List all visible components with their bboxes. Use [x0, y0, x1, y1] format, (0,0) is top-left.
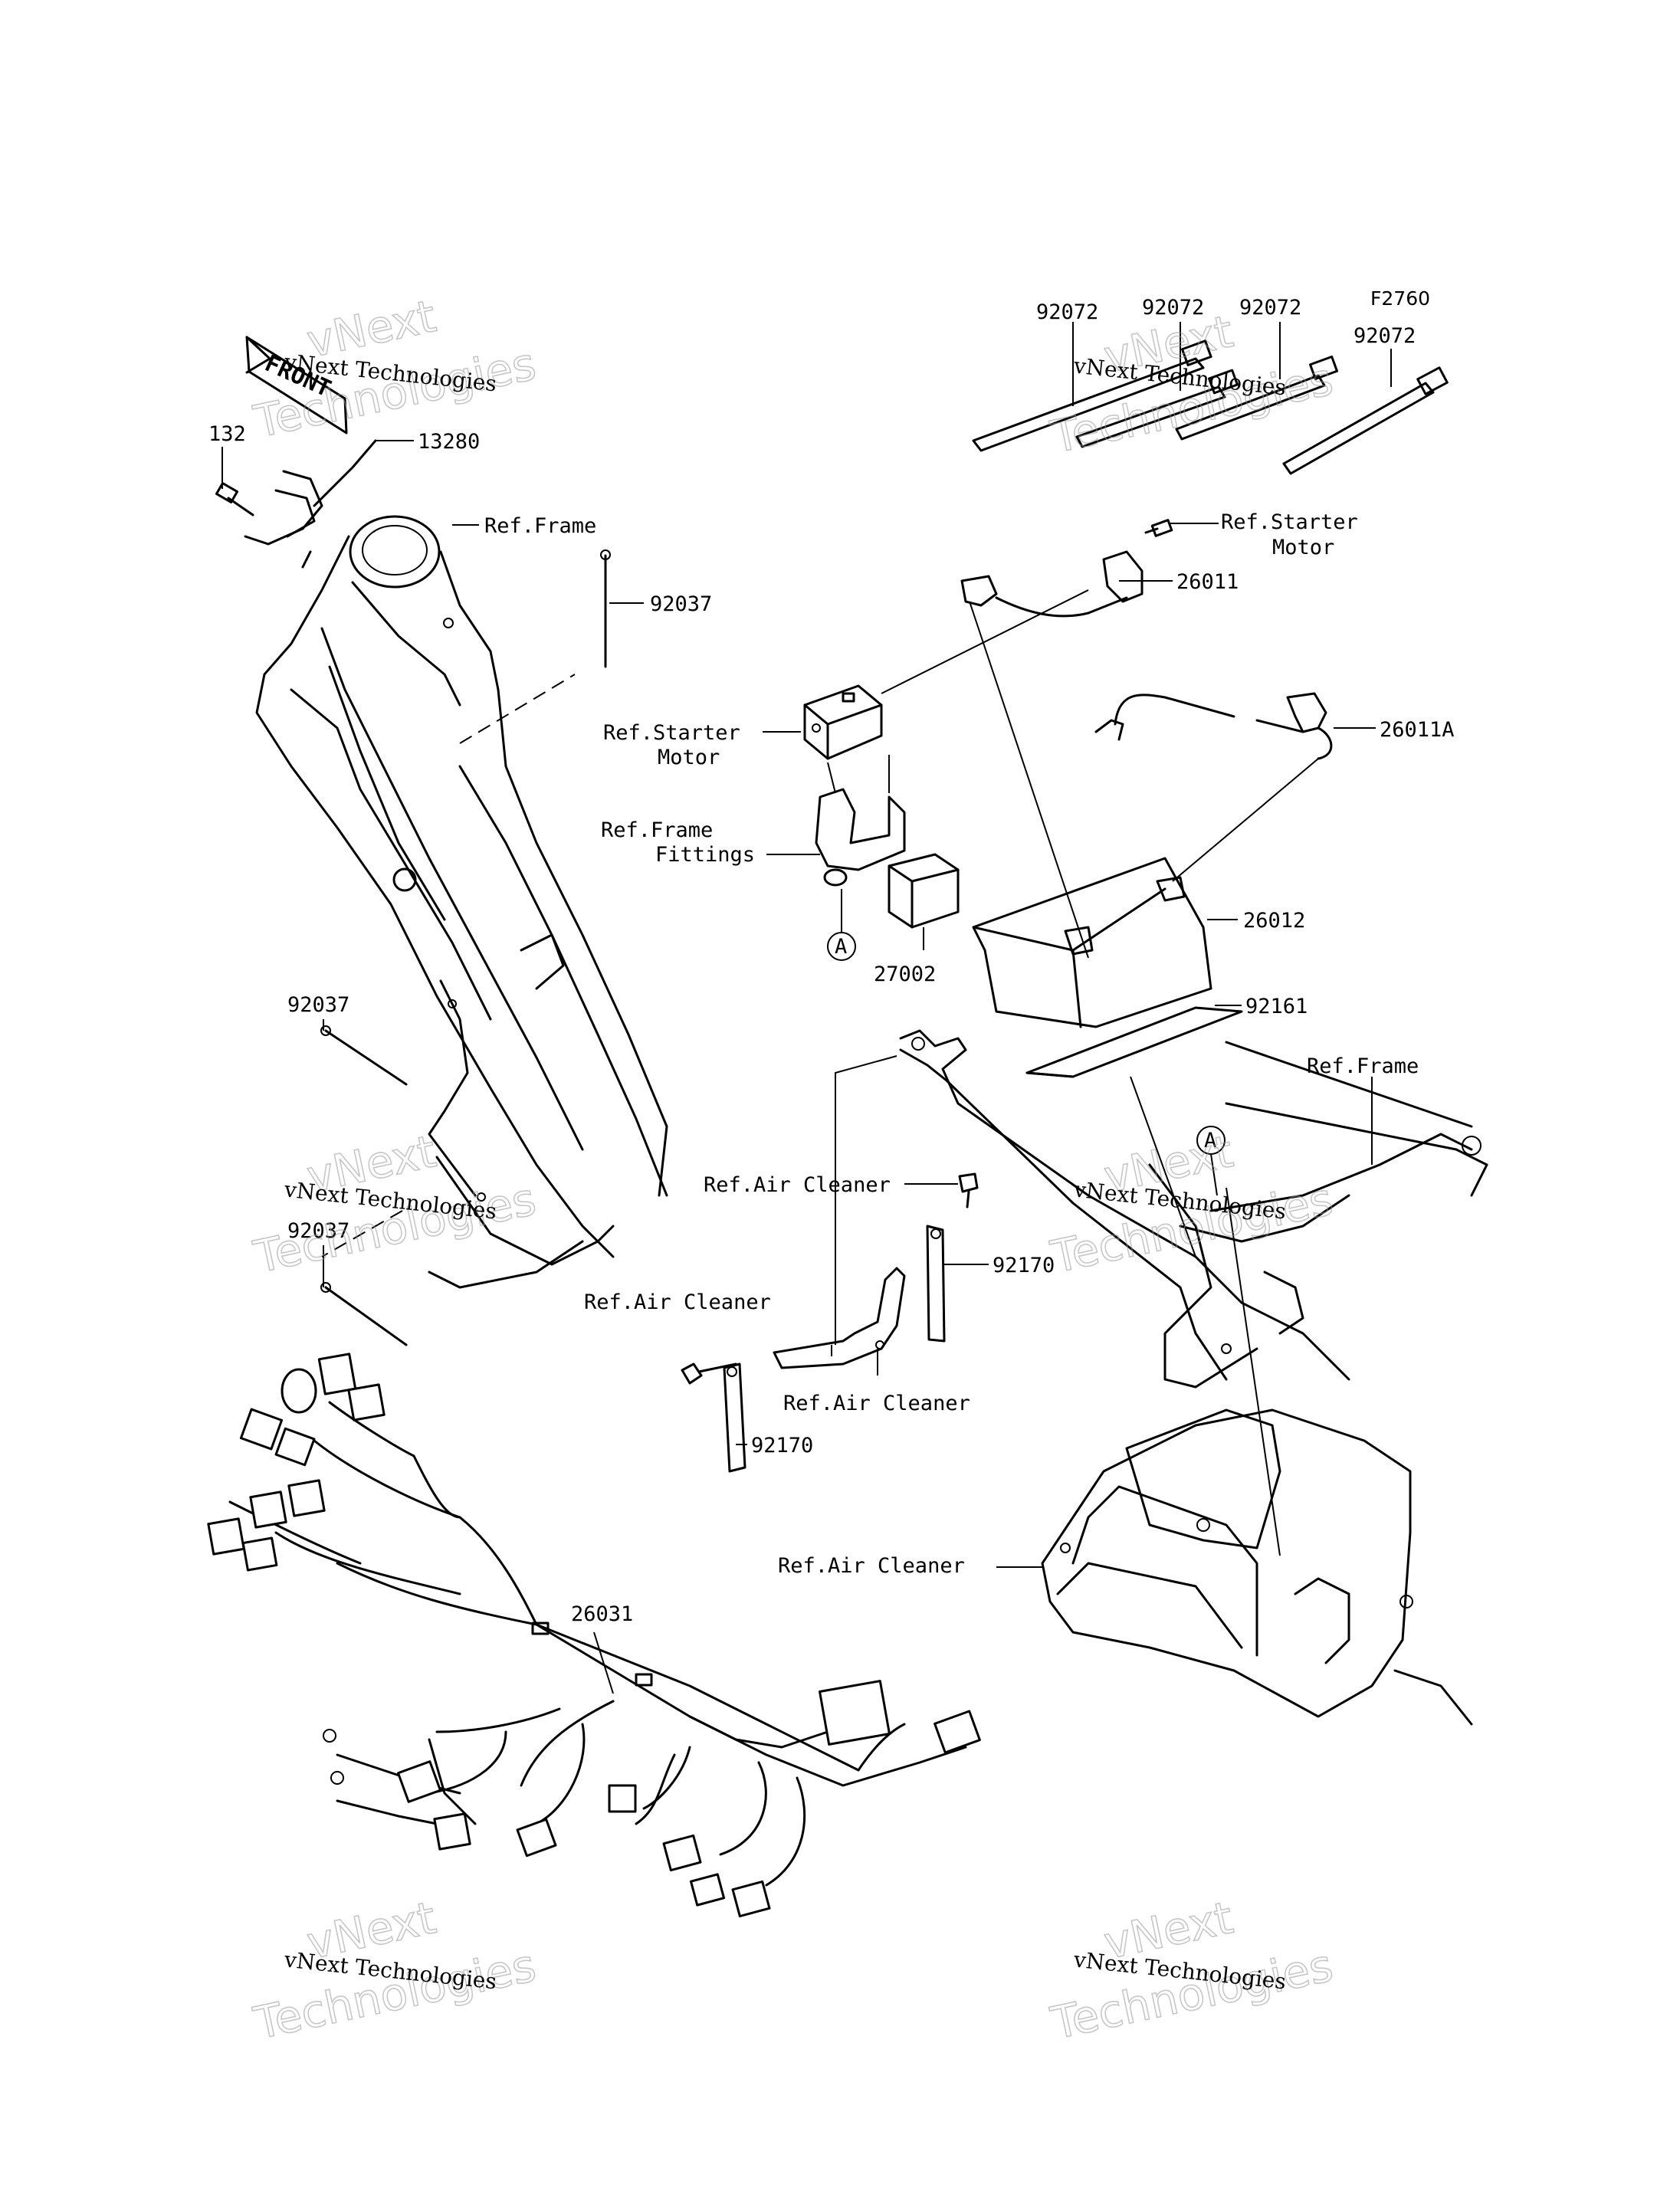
frame-right-section	[899, 1029, 1488, 1389]
callout-labels: F2760 92072 92072 92072 92072 Ref.Starte…	[208, 287, 1455, 1626]
cable-tie-1[interactable]	[972, 339, 1212, 452]
label-ref-starter-motor-top-2: Motor	[1272, 536, 1334, 559]
clamp-92037-mid[interactable]	[320, 1025, 408, 1086]
label-ref-air-cleaner-3: Ref.Air Cleaner	[783, 1392, 970, 1415]
circle-a-1-label: A	[835, 935, 847, 959]
pad-92161[interactable]	[1025, 1006, 1243, 1078]
frame-drawing	[255, 515, 668, 1289]
bolt-132[interactable]	[215, 482, 254, 516]
label-27002: 27002	[874, 962, 936, 986]
label-92037-a: 92037	[650, 592, 712, 616]
starter-motor-bolt[interactable]	[1144, 519, 1173, 537]
harness-26011[interactable]	[960, 550, 1144, 959]
label-ref-frame-right: Ref.Frame	[1307, 1054, 1419, 1078]
label-92072-3: 92072	[1239, 296, 1301, 320]
label-92072-4: 92072	[1354, 324, 1416, 348]
label-92037-b: 92037	[287, 993, 349, 1017]
label-ref-air-cleaner-2: Ref.Air Cleaner	[584, 1290, 771, 1314]
label-92161: 92161	[1245, 995, 1308, 1018]
label-ref-frame-top: Ref.Frame	[484, 514, 596, 538]
circle-a-2-label: A	[1204, 1129, 1216, 1153]
cap-27002[interactable]	[888, 853, 960, 929]
starter-relay[interactable]	[803, 684, 883, 760]
harness-26011A[interactable]	[1094, 692, 1333, 882]
cable-ties-group	[972, 322, 1449, 475]
clamp-92037-top[interactable]	[600, 549, 611, 668]
cable-tie-3[interactable]	[1175, 355, 1339, 441]
label-92072-2: 92072	[1142, 296, 1204, 320]
air-cleaner-bolt-left[interactable]	[681, 1362, 737, 1385]
band-92170-bottom[interactable]	[723, 1362, 746, 1473]
label-92072-1: 92072	[1036, 300, 1098, 324]
main-harness-26031[interactable]	[207, 1353, 981, 1918]
label-ref-air-cleaner-1: Ref.Air Cleaner	[704, 1173, 891, 1197]
label-ref-starter-motor-top-1: Ref.Starter	[1221, 510, 1358, 534]
frame-fittings-bracket[interactable]	[815, 788, 906, 887]
clamp-92037-low[interactable]	[320, 1282, 408, 1346]
band-92170-right[interactable]	[926, 1225, 946, 1343]
label-ref-frame-fittings-2: Fittings	[655, 843, 755, 867]
air-cleaner-bracket[interactable]	[773, 1267, 906, 1369]
label-ref-starter-motor-left-1: Ref.Starter	[603, 721, 740, 745]
air-cleaner-housing	[1041, 1408, 1473, 1726]
label-26031: 26031	[571, 1602, 633, 1626]
label-ref-starter-motor-left-2: Motor	[658, 746, 720, 769]
label-13280: 13280	[418, 430, 480, 454]
label-26011: 26011	[1176, 570, 1239, 594]
label-132: 132	[208, 422, 246, 446]
label-26012: 26012	[1243, 909, 1305, 933]
battery-26012[interactable]	[972, 857, 1212, 1028]
cable-tie-2[interactable]	[1075, 369, 1239, 448]
cable-tie-4[interactable]	[1282, 366, 1449, 475]
label-92037-c: 92037	[287, 1219, 349, 1243]
label-92170-right: 92170	[993, 1254, 1055, 1277]
bracket-13280[interactable]	[244, 439, 377, 569]
leader-lines	[221, 440, 1376, 1694]
label-92170-bottom: 92170	[751, 1434, 813, 1458]
label-ref-frame-fittings-1: Ref.Frame	[601, 818, 713, 842]
label-26011A: 26011A	[1380, 718, 1455, 742]
figure-code: F2760	[1370, 287, 1430, 310]
label-ref-air-cleaner-4: Ref.Air Cleaner	[778, 1554, 965, 1578]
air-cleaner-bolt-top[interactable]	[958, 1172, 979, 1208]
